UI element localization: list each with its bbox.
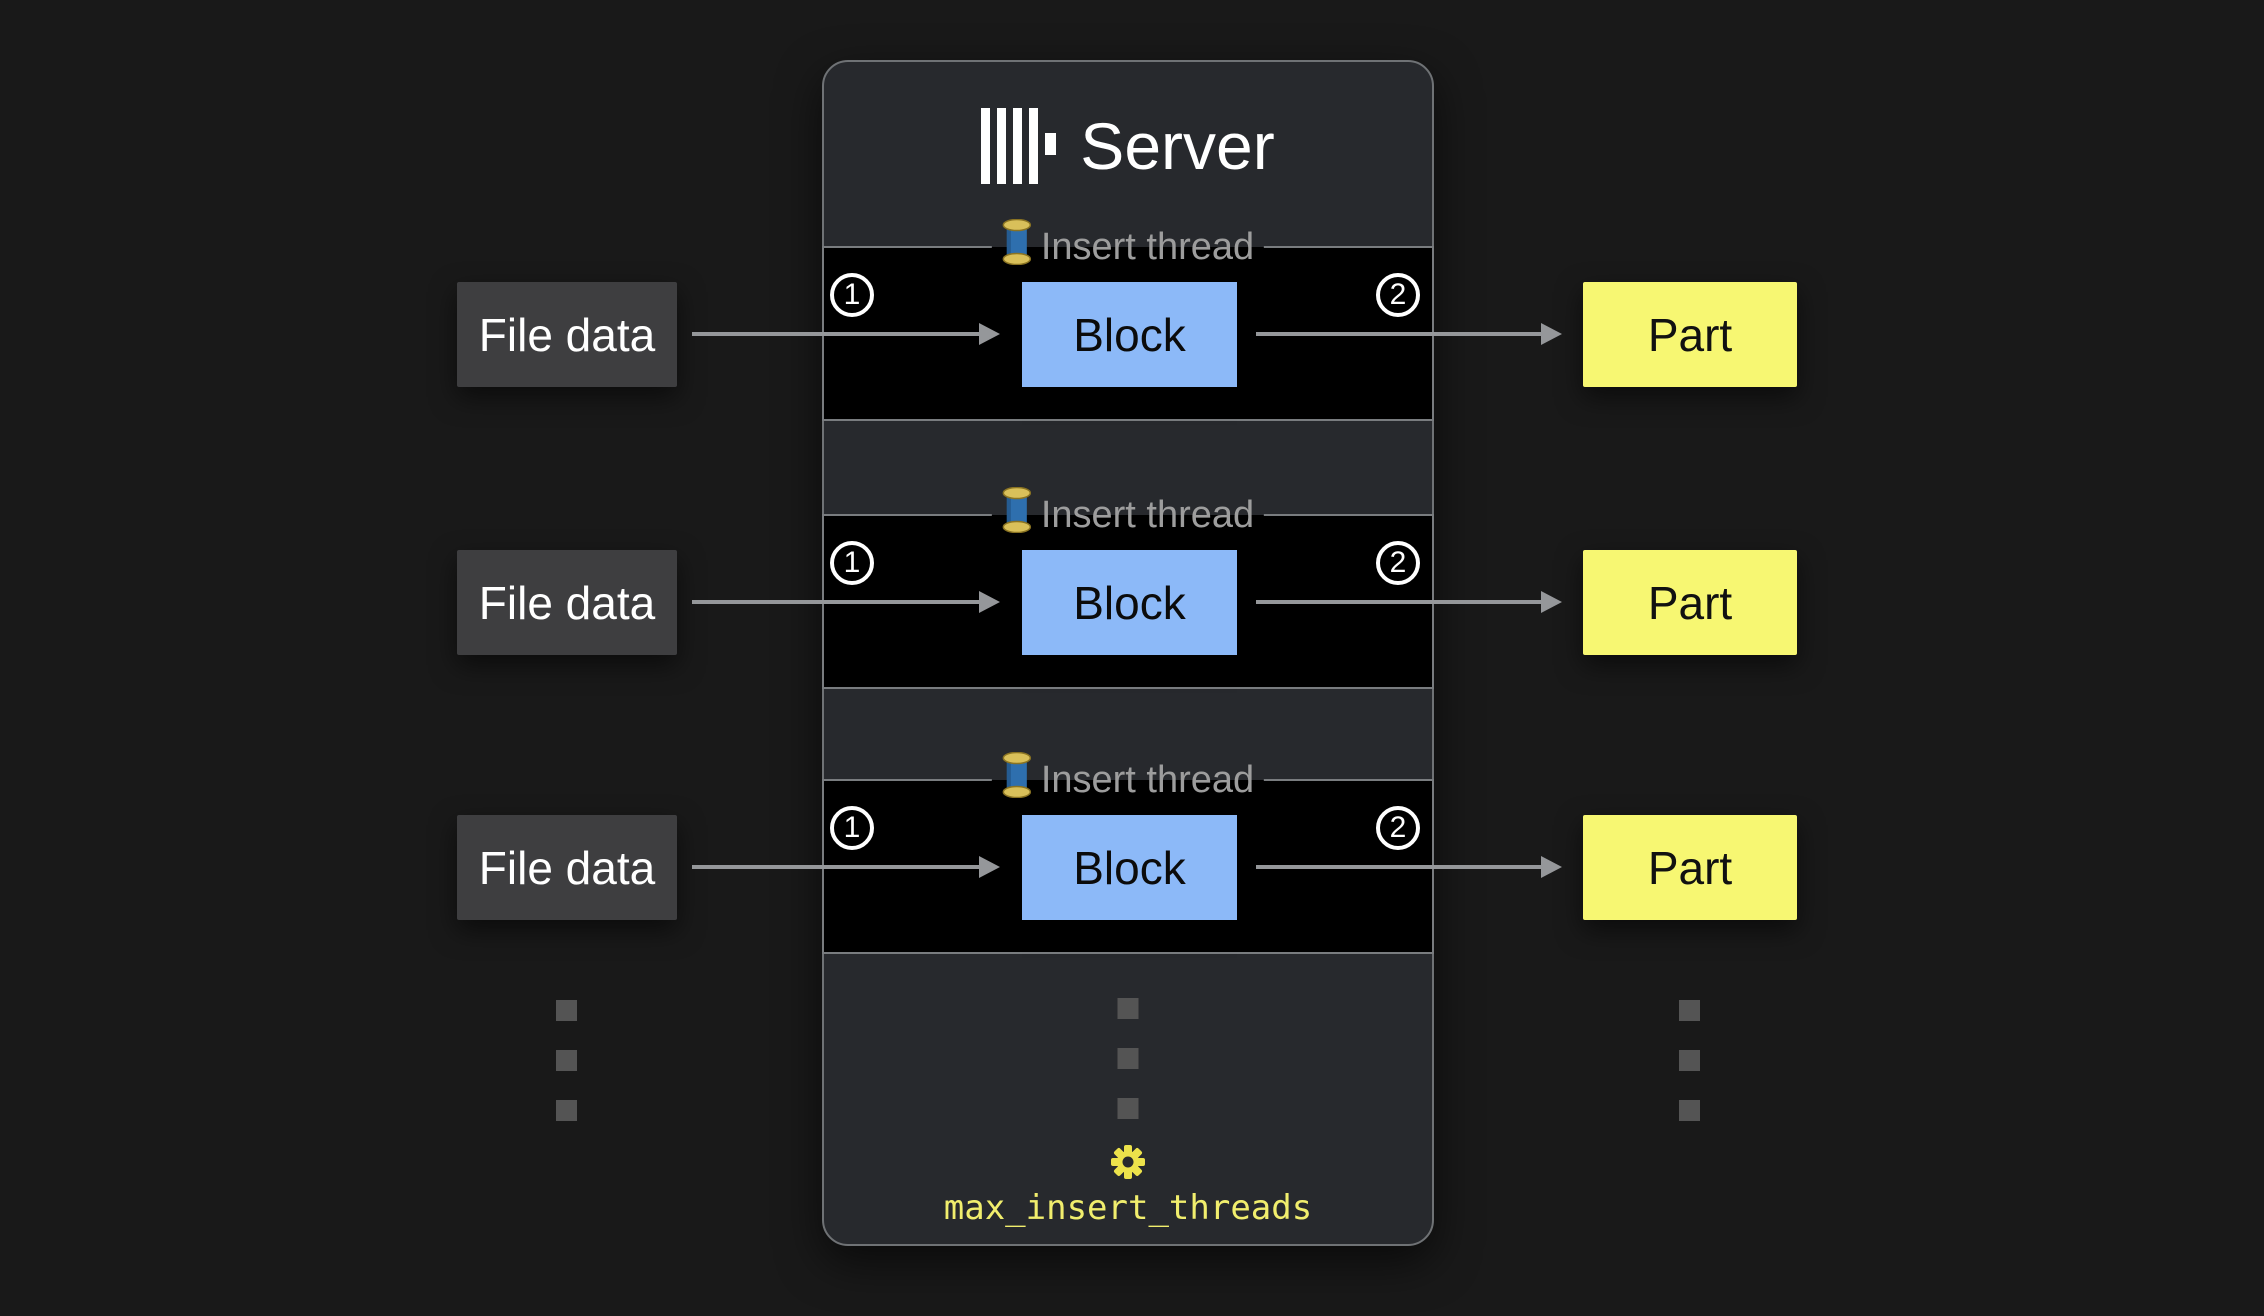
part-box: Part	[1583, 815, 1797, 920]
arrow-line	[692, 600, 982, 604]
ellipsis-dots	[1679, 1000, 1700, 1121]
insert-thread-legend: Insert thread	[991, 486, 1265, 539]
arrow-line	[692, 865, 982, 869]
block-box: Block	[1022, 282, 1237, 387]
arrow-block-to-part	[1256, 591, 1562, 613]
server-title-label: Server	[1080, 109, 1275, 183]
arrow-head	[1541, 591, 1562, 613]
thread-spool-icon	[1002, 486, 1032, 543]
clickhouse-logo-icon	[981, 108, 1057, 184]
file-data-box: File data	[457, 282, 677, 387]
thread-spool-icon	[1002, 218, 1032, 275]
arrow-file-to-block	[692, 856, 1000, 878]
file-data-box: File data	[457, 815, 677, 920]
ellipsis-dot	[556, 1000, 577, 1021]
part-label: Part	[1647, 841, 1733, 894]
arrow-line	[1256, 332, 1544, 336]
ellipsis-dot	[1679, 1100, 1700, 1121]
ellipsis-dot	[556, 1050, 577, 1071]
part-box: Part	[1583, 550, 1797, 655]
server-title: Server	[824, 106, 1432, 186]
file-data-label: File data	[478, 308, 656, 361]
arrow-block-to-part	[1256, 856, 1562, 878]
part-label: Part	[1647, 576, 1733, 629]
arrow-head	[979, 323, 1000, 345]
part-box: Part	[1583, 282, 1797, 387]
step-1-badge: 1	[830, 541, 874, 585]
setting-name: max_insert_threads	[943, 1188, 1313, 1228]
file-data-label: File data	[478, 576, 656, 629]
ellipsis-dot	[1117, 1048, 1139, 1069]
file-data-box: File data	[457, 550, 677, 655]
step-1-badge: 1	[830, 806, 874, 850]
ellipsis-dot	[1117, 998, 1139, 1019]
ellipsis-dots	[1117, 998, 1139, 1119]
arrow-line	[1256, 865, 1544, 869]
arrow-line	[692, 332, 982, 336]
insert-thread-legend: Insert thread	[991, 751, 1265, 804]
step-2-badge: 2	[1376, 806, 1420, 850]
step-2-badge: 2	[1376, 273, 1420, 317]
step-1-badge: 1	[830, 273, 874, 317]
block-box: Block	[1022, 550, 1237, 655]
arrow-head	[1541, 323, 1562, 345]
ellipsis-dots	[556, 1000, 577, 1121]
arrow-block-to-part	[1256, 323, 1562, 345]
file-data-label: File data	[478, 841, 656, 894]
ellipsis-dot	[1679, 1050, 1700, 1071]
arrow-head	[979, 856, 1000, 878]
step-2-badge: 2	[1376, 541, 1420, 585]
thread-spool-icon	[1002, 751, 1032, 808]
block-box: Block	[1022, 815, 1237, 920]
part-label: Part	[1647, 308, 1733, 361]
arrow-file-to-block	[692, 591, 1000, 613]
ellipsis-dot	[556, 1100, 577, 1121]
arrow-file-to-block	[692, 323, 1000, 345]
ellipsis-dot	[1679, 1000, 1700, 1021]
server-panel: Server Insert thread 1 Block 2	[822, 60, 1434, 1246]
gear-icon	[1110, 1144, 1146, 1180]
insert-thread-label: Insert thread	[1040, 225, 1255, 268]
insert-thread-label: Insert thread	[1040, 758, 1255, 801]
arrow-head	[1541, 856, 1562, 878]
insert-thread-label: Insert thread	[1040, 493, 1255, 536]
ellipsis-dot	[1117, 1098, 1139, 1119]
insert-thread-legend: Insert thread	[991, 218, 1265, 271]
arrow-head	[979, 591, 1000, 613]
arrow-line	[1256, 600, 1544, 604]
